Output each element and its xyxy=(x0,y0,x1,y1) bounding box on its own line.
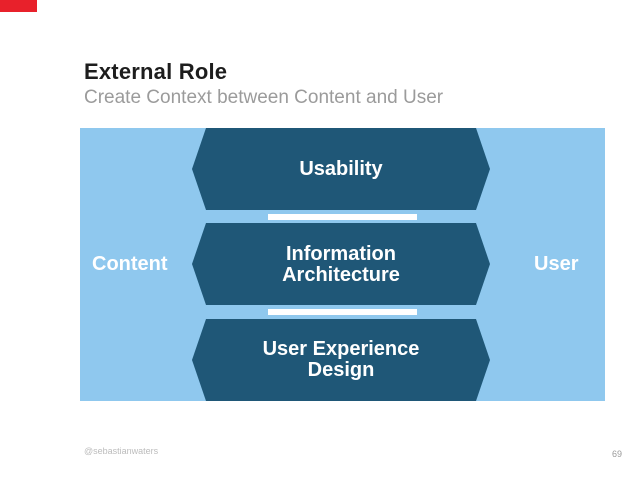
slide-accent-bar xyxy=(0,0,37,12)
stage-information-architecture: Information Architecture xyxy=(192,223,490,305)
stage-usability: Usability xyxy=(192,128,490,210)
separator-bar xyxy=(268,309,417,315)
content-label: Content xyxy=(92,253,168,275)
stage-label-line: User Experience xyxy=(262,338,420,360)
author-handle: @sebastianwaters xyxy=(84,446,159,456)
stage-label: User Experience Design xyxy=(263,339,420,381)
stage-label-line: Design xyxy=(307,359,375,381)
page-title: External Role xyxy=(84,59,228,84)
separator-bar xyxy=(268,214,417,220)
stage-label: Information Architecture xyxy=(282,242,400,286)
stage-label-line: Architecture xyxy=(282,263,400,286)
page-subtitle: Create Context between Content and User xyxy=(84,87,444,108)
stage-label-line: Information xyxy=(286,242,396,265)
context-diagram-panel: Usability Information Architecture User … xyxy=(80,128,605,401)
stage-label: Usability xyxy=(299,157,383,180)
user-label: User xyxy=(534,253,579,275)
stage-user-experience-design: User Experience Design xyxy=(192,319,490,401)
stage-label-line: Usability xyxy=(299,157,383,180)
page-number: 69 xyxy=(611,449,622,459)
